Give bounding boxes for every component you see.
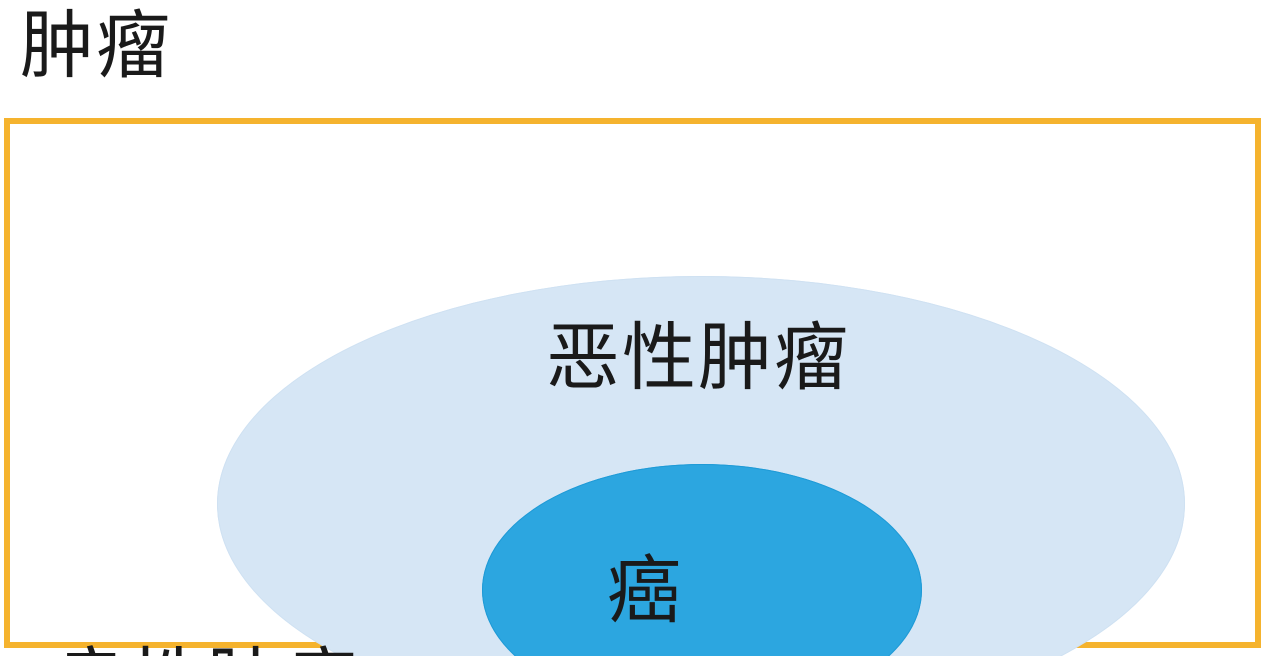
carcinoma-ellipse xyxy=(482,464,922,656)
carcinoma-label: 癌 xyxy=(607,548,681,634)
benign-tumor-label: 良性肿瘤 xyxy=(54,644,358,656)
malignant-tumor-label: 恶性肿瘤 xyxy=(546,315,850,401)
tumor-universe-box: 恶性肿瘤 癌 良性肿瘤 xyxy=(4,118,1261,656)
page-title: 肿瘤 xyxy=(20,3,172,89)
